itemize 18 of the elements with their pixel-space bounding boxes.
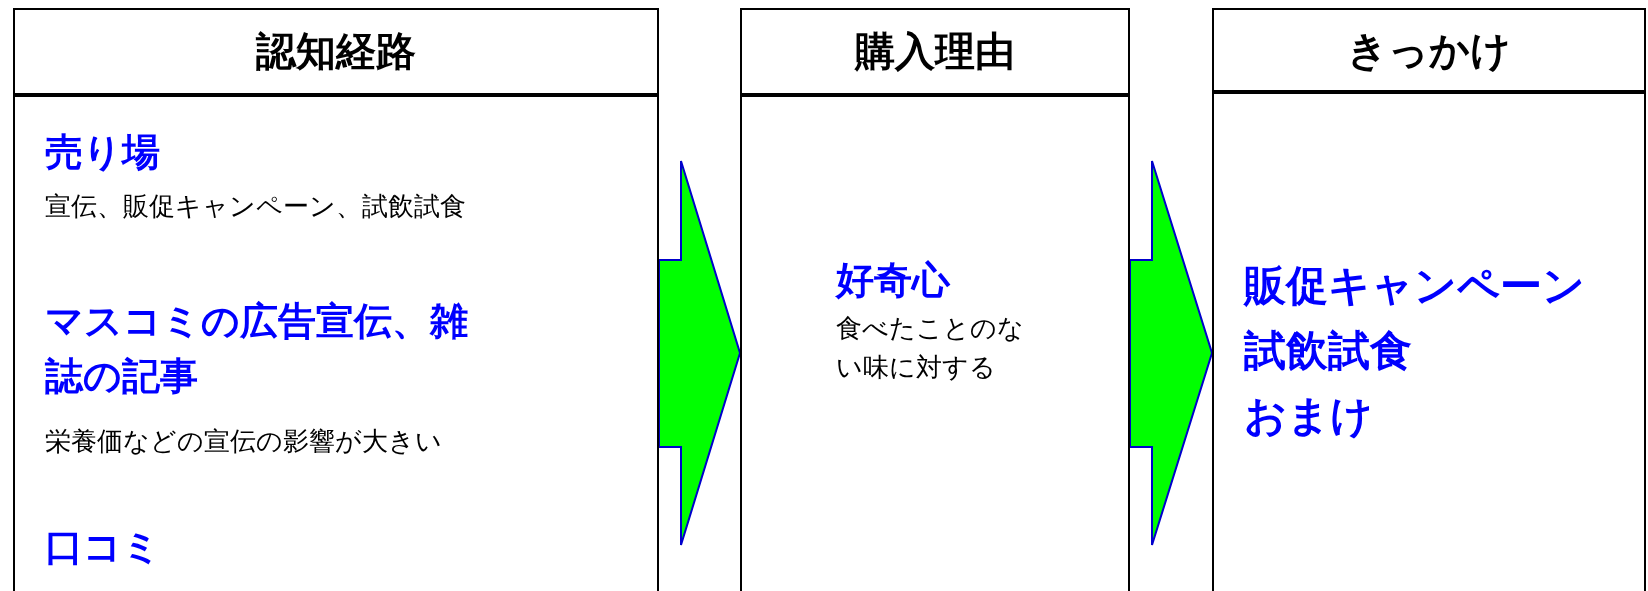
heading-text: マスコミの広告宣伝、雑誌の記事 xyxy=(45,298,469,401)
block-arrow xyxy=(1129,160,1214,546)
heading-text: 好奇心 xyxy=(836,257,950,304)
header-box: きっかけ xyxy=(1212,8,1646,92)
heading-text: 売り場 xyxy=(45,129,160,176)
heading-text: 口コミ xyxy=(45,524,161,571)
content-box xyxy=(13,95,659,591)
heading-text: 試飲試食 xyxy=(1244,325,1412,377)
heading-text: おまけ xyxy=(1244,390,1373,442)
description-text: 栄養価などの宣伝の影響が大きい xyxy=(45,425,442,458)
content-box xyxy=(740,95,1130,591)
description-text: 宣伝、販促キャンペーン、試飲試食 xyxy=(45,190,466,223)
content-box xyxy=(1212,92,1646,591)
header-box: 購入理由 xyxy=(740,8,1130,95)
heading-text: 販促キャンペーン xyxy=(1244,260,1585,312)
block-arrow xyxy=(658,160,742,546)
header-box: 認知経路 xyxy=(13,8,659,95)
description-text: 食べたことのない味に対する xyxy=(836,312,1025,384)
